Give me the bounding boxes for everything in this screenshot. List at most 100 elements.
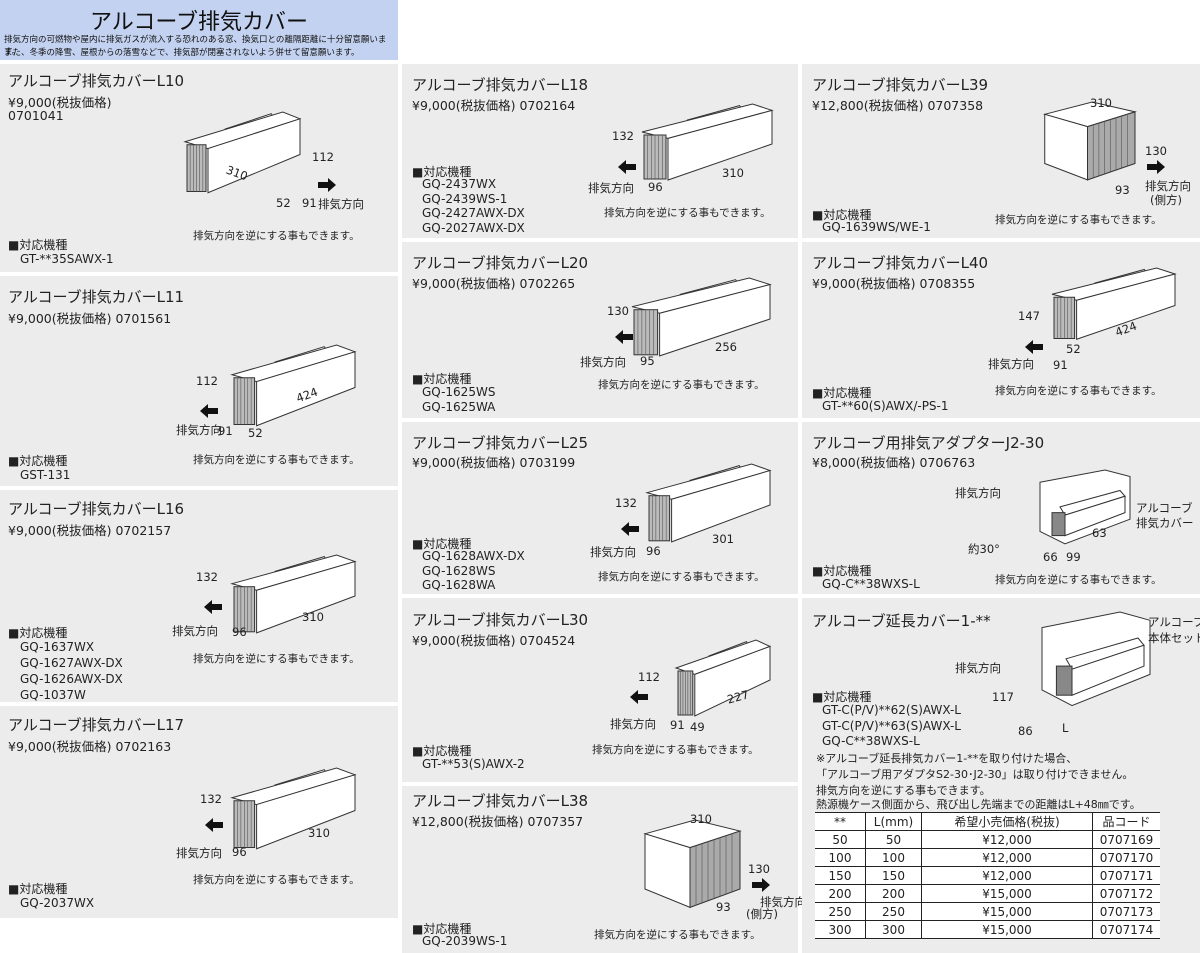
- arrow-left-icon: [205, 818, 223, 832]
- product-code: 0702164: [519, 98, 576, 113]
- dimension-label: 132: [612, 129, 634, 143]
- product-code: 0703199: [519, 455, 576, 470]
- reversible-note: 排気方向を逆にする事もできます。: [193, 653, 360, 665]
- table-cell: 250: [828, 904, 852, 919]
- compatible-model: GT-C(P/V)**62(S)AWX-L: [822, 703, 961, 717]
- table-cell: ¥15,000: [921, 884, 1093, 903]
- product-diagram: [1041, 611, 1151, 707]
- product-price: ¥12,800(税抜価格): [412, 814, 524, 829]
- dimension-label: 52: [1066, 342, 1081, 356]
- cover-side-face: [671, 469, 771, 543]
- product-price: ¥9,000(税抜価格): [8, 311, 112, 326]
- product-price: ¥9,000(税抜価格): [412, 633, 516, 648]
- table-cell: 0707170: [1092, 848, 1160, 867]
- dimension-label: 130: [607, 304, 629, 318]
- dimension-label: 256: [715, 340, 737, 354]
- dimension-label: 排気方向: [176, 846, 222, 860]
- product-diagram: [230, 767, 357, 850]
- arrow-left-icon: [615, 330, 633, 344]
- product-code: 0707357: [527, 814, 584, 829]
- dimension-label: 96: [232, 625, 247, 639]
- product-price-line: ¥9,000(税抜価格) 0702265: [412, 273, 575, 292]
- compatible-model: GQ-1628AWX-DX: [422, 549, 525, 563]
- arrow-left-icon: [621, 522, 639, 536]
- table-cell: 300: [865, 920, 922, 939]
- compatible-model: GQ-2027AWX-DX: [422, 220, 525, 235]
- dimension-label: 91: [670, 718, 685, 732]
- arrow-left-icon: [618, 160, 636, 174]
- product-panel: [802, 422, 1200, 594]
- product-diagram: [230, 554, 357, 634]
- product-code: 0707358: [927, 98, 984, 113]
- compatible-models-label: ■対応機種: [812, 208, 872, 222]
- compatible-model: GQ-1625WA: [422, 399, 496, 414]
- dimension-label: 301: [712, 532, 734, 546]
- dimension-label: 排気方向: [590, 545, 636, 559]
- compatible-model: GQ-2427AWX-DX: [422, 206, 525, 220]
- product-price-line: ¥9,000(税抜価格) 0704524: [412, 630, 575, 649]
- compatible-model: GQ-1628WA: [422, 578, 496, 592]
- table-cell: ¥15,000: [921, 902, 1093, 921]
- dimension-label: 310: [722, 166, 744, 180]
- product-price-line: ¥12,800(税抜価格) 0707358: [812, 95, 983, 114]
- dimension-label: 93: [1115, 183, 1130, 197]
- product-code: 0702157: [115, 523, 172, 538]
- dimension-label: 63: [1092, 526, 1107, 540]
- dimension-label: 排気方向: [176, 423, 222, 437]
- product-title: アルコーブ排気カバーL17: [8, 716, 185, 734]
- compatible-model: GQ-C**38WXS-L: [822, 734, 920, 748]
- product-price-line: ¥9,000(税抜価格) 0702163: [8, 736, 171, 755]
- compatible-models-label: ■対応機種: [412, 537, 472, 551]
- arrow-left-icon: [200, 404, 218, 418]
- dimension-label: 96: [648, 180, 663, 194]
- table-cell: 0707172: [1092, 884, 1160, 903]
- cover-side-face: [256, 774, 356, 850]
- dimension-label: 排気方向: [610, 717, 656, 731]
- reversible-note: 排気方向を逆にする事もできます。: [995, 214, 1162, 226]
- dimension-label: 132: [196, 570, 218, 584]
- product-price-line: ¥9,000(税抜価格) 0702164: [412, 95, 575, 114]
- extension-note: ※アルコーブ延長排気カバー1-**を取り付けた場合、: [816, 752, 1078, 765]
- product-price: ¥9,000(税抜価格): [412, 276, 516, 291]
- table-cell: ¥15,000: [921, 920, 1093, 939]
- page-title: アルコーブ排気カバー: [89, 10, 309, 35]
- product-price-line: ¥9,000(税抜価格) 0701561: [8, 308, 171, 327]
- product-diagram: [645, 463, 772, 543]
- dimension-label: 132: [615, 496, 637, 510]
- dimension-label: 52: [276, 196, 291, 210]
- arrow-left-icon: [204, 600, 222, 614]
- compatible-model: GQ-2039WS-1: [422, 934, 508, 948]
- dimension-label: 排気方向: [955, 661, 1001, 675]
- compatible-model: GQ-C**38WXS-L: [822, 577, 920, 591]
- dimension-label: 排気方向: [580, 355, 626, 369]
- reversible-note: 排気方向を逆にする事もできます。: [193, 874, 360, 886]
- dimension-label: 130: [1145, 144, 1167, 158]
- cover-side-face: [256, 351, 356, 427]
- product-code: 0708355: [919, 276, 976, 291]
- dimension-label: 95: [640, 354, 655, 368]
- dimension-label: 147: [1018, 309, 1040, 323]
- table-cell: ¥12,000: [921, 848, 1093, 867]
- exhaust-grille: [689, 830, 741, 909]
- dimension-label: 排気方向: [588, 181, 634, 195]
- product-diagram: [183, 111, 302, 194]
- product-price-line: ¥9,000(税抜価格) 0703199: [412, 452, 575, 471]
- dimension-label: アルコーブ: [1136, 501, 1193, 515]
- product-price-line: ¥8,000(税抜価格) 0706763: [812, 452, 975, 471]
- exhaust-grille: [1055, 665, 1073, 696]
- compatible-model: GST-131: [20, 468, 71, 482]
- product-title: アルコーブ排気カバーL11: [8, 288, 185, 306]
- table-cell: 100: [828, 850, 852, 865]
- dimension-label: (側方): [746, 907, 778, 921]
- table-cell: 0707169: [1092, 830, 1160, 849]
- cover-side-face: [694, 645, 771, 717]
- dimension-label: 66: [1043, 550, 1058, 564]
- reversible-note: 排気方向を逆にする事もできます。: [604, 207, 771, 219]
- product-price: ¥9,000(税抜価格): [8, 95, 112, 110]
- dimension-label: 93: [716, 900, 731, 914]
- reversible-note: 排気方向を逆にする事もできます。: [995, 385, 1162, 397]
